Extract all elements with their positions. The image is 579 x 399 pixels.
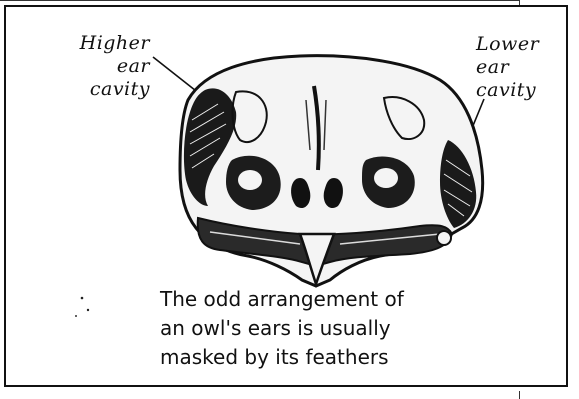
- speck: [87, 309, 89, 311]
- right-socket-highlight: [374, 168, 398, 188]
- caption-line: masked by its feathers: [160, 343, 480, 372]
- left-socket-highlight: [238, 170, 262, 190]
- quadrate-knob: [437, 231, 451, 245]
- figure-caption: The odd arrangement of an owl's ears is …: [160, 285, 480, 372]
- speck: [75, 315, 77, 317]
- caption-line: an owl's ears is usually: [160, 314, 480, 343]
- speck: [81, 297, 84, 300]
- caption-line: The odd arrangement of: [160, 285, 480, 314]
